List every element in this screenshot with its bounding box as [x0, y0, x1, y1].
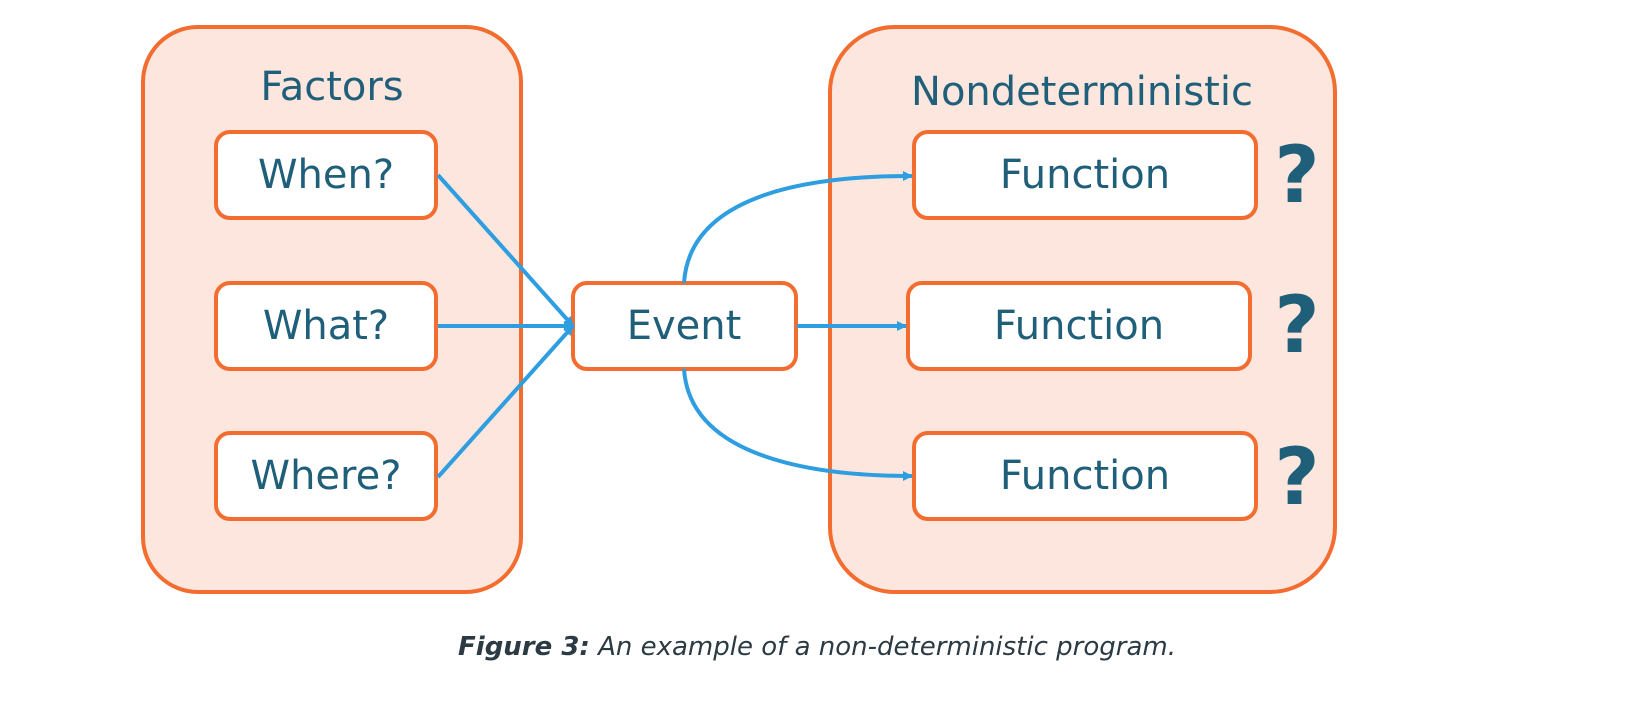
- function-node-2: Function: [906, 281, 1252, 371]
- function-3-label: Function: [1000, 453, 1170, 499]
- factor-node-where: Where?: [214, 431, 438, 521]
- factor-node-what: What?: [214, 281, 438, 371]
- factor-node-when: When?: [214, 130, 438, 220]
- function-node-3: Function: [912, 431, 1258, 521]
- event-label: Event: [627, 303, 742, 349]
- nondeterministic-group-title: Nondeterministic: [911, 69, 1253, 115]
- nondeterministic-group: Nondeterministic Function Function Funct…: [828, 25, 1337, 594]
- edge-when-to-event: [436, 173, 575, 328]
- function-1-label: Function: [1000, 152, 1170, 198]
- factors-group-title: Factors: [260, 64, 403, 110]
- function-1-box: [912, 130, 1258, 220]
- edge-event-to-function-3: [682, 368, 913, 481]
- edge-event-to-function-1: [682, 171, 913, 284]
- function-2-label: Function: [994, 303, 1164, 349]
- factor-where-box: [214, 431, 438, 521]
- question-mark-icon: ?: [1274, 131, 1319, 221]
- function-node-1: Function: [912, 130, 1258, 220]
- event-node: Event: [571, 281, 798, 371]
- factor-where-label: Where?: [251, 453, 402, 499]
- factors-group: Factors When? What? Where?: [141, 25, 523, 594]
- factor-when-label: When?: [258, 152, 394, 198]
- factor-what-label: What?: [263, 303, 389, 349]
- edge-where-to-event: [436, 324, 575, 479]
- function-3-box: [912, 431, 1258, 521]
- figure-caption-text: An example of a non-deterministic progra…: [598, 632, 1176, 662]
- factor-what-box: [214, 281, 438, 371]
- figure-caption: Figure 3: An example of a non-determinis…: [0, 632, 1634, 662]
- question-mark-icon: ?: [1274, 433, 1319, 523]
- figure-caption-label: Figure 3:: [458, 632, 590, 662]
- factor-when-box: [214, 130, 438, 220]
- nondeterministic-program-diagram: Factors When? What? Where? Nondeterminis…: [141, 25, 1337, 594]
- function-2-box: [906, 281, 1252, 371]
- question-mark-icon: ?: [1274, 281, 1319, 371]
